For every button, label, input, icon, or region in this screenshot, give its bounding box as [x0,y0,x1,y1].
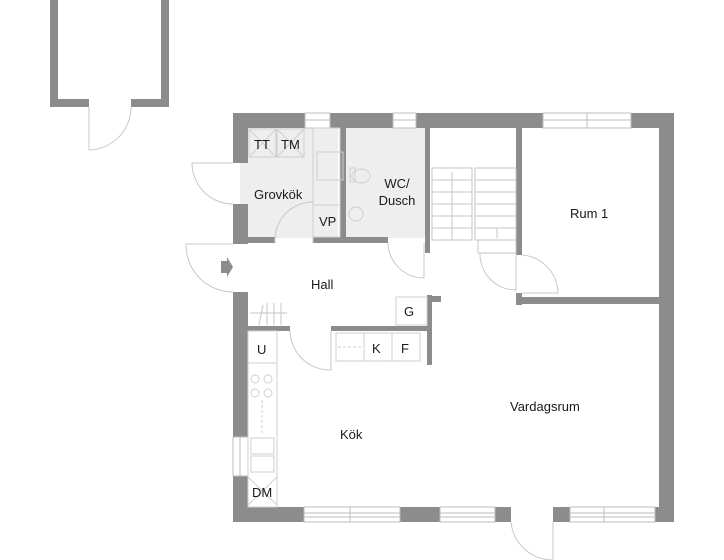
fixture-label-f: F [401,341,409,356]
shed-door-swing [88,106,132,151]
entrance-arrow-icon [221,257,233,277]
room-label-vardagsrum: Vardagsrum [510,399,580,414]
room-label-kok: Kök [340,427,363,442]
room-label-wc-dusch: WC/ Dusch [372,176,422,208]
fixture-outlines [247,127,428,508]
fixture-label-g: G [404,304,415,319]
room-label-dusch: Dusch [378,193,416,208]
fixture-label-vp: VP [319,214,337,229]
interior-walls [248,128,659,365]
grovkok-floor [240,128,338,238]
windows [232,112,656,523]
room-label-wc: WC/ [384,176,410,191]
room-label-hall: Hall [311,277,334,292]
fixture-label-u: U [257,342,267,357]
coat-rack [250,303,287,326]
stairs [431,167,517,254]
door-swings [185,162,559,560]
fixture-label-k: K [372,341,381,356]
room-label-rum1: Rum 1 [570,206,609,221]
room-label-grovkok: Grovkök [254,187,303,202]
fixture-label-tm: TM [281,137,300,152]
fixture-label-dm: DM [252,485,273,500]
fixture-label-tt: TT [254,137,270,152]
outer-walls [233,113,674,522]
shed [50,0,169,107]
